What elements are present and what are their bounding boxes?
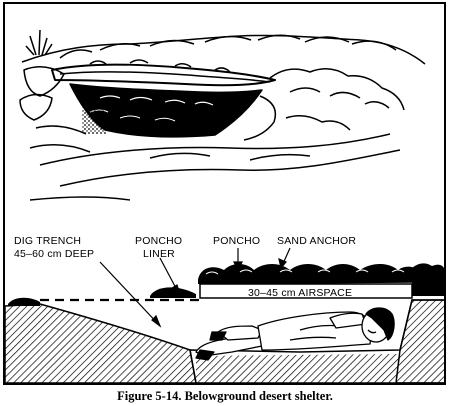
- label-airspace: 30–45 cm AIRSPACE: [248, 287, 352, 299]
- label-poncho-liner-line1: PONCHO: [135, 235, 182, 247]
- ground-left: [5, 304, 196, 383]
- cross-section-diagram: [5, 248, 445, 383]
- poncho-cover: [52, 65, 275, 86]
- dig-trench-pointer: [100, 262, 160, 326]
- label-sand-anchor: SAND ANCHOR: [277, 235, 356, 247]
- label-dig-trench-line2: 45–60 cm DEEP: [14, 248, 94, 260]
- label-poncho: PONCHO: [213, 235, 260, 247]
- label-dig-trench-line1: DIG TRENCH: [14, 235, 81, 247]
- shelter-perspective-illustration: [20, 30, 425, 200]
- label-poncho-liner-line2: LINER: [143, 248, 175, 260]
- ground-right: [396, 300, 445, 383]
- figure-caption: Figure 5-14. Belowground desert shelter.: [117, 389, 333, 403]
- sand-anchor-mounds: [198, 264, 424, 284]
- grass-tuft: [26, 30, 52, 55]
- left-berm: [8, 298, 40, 306]
